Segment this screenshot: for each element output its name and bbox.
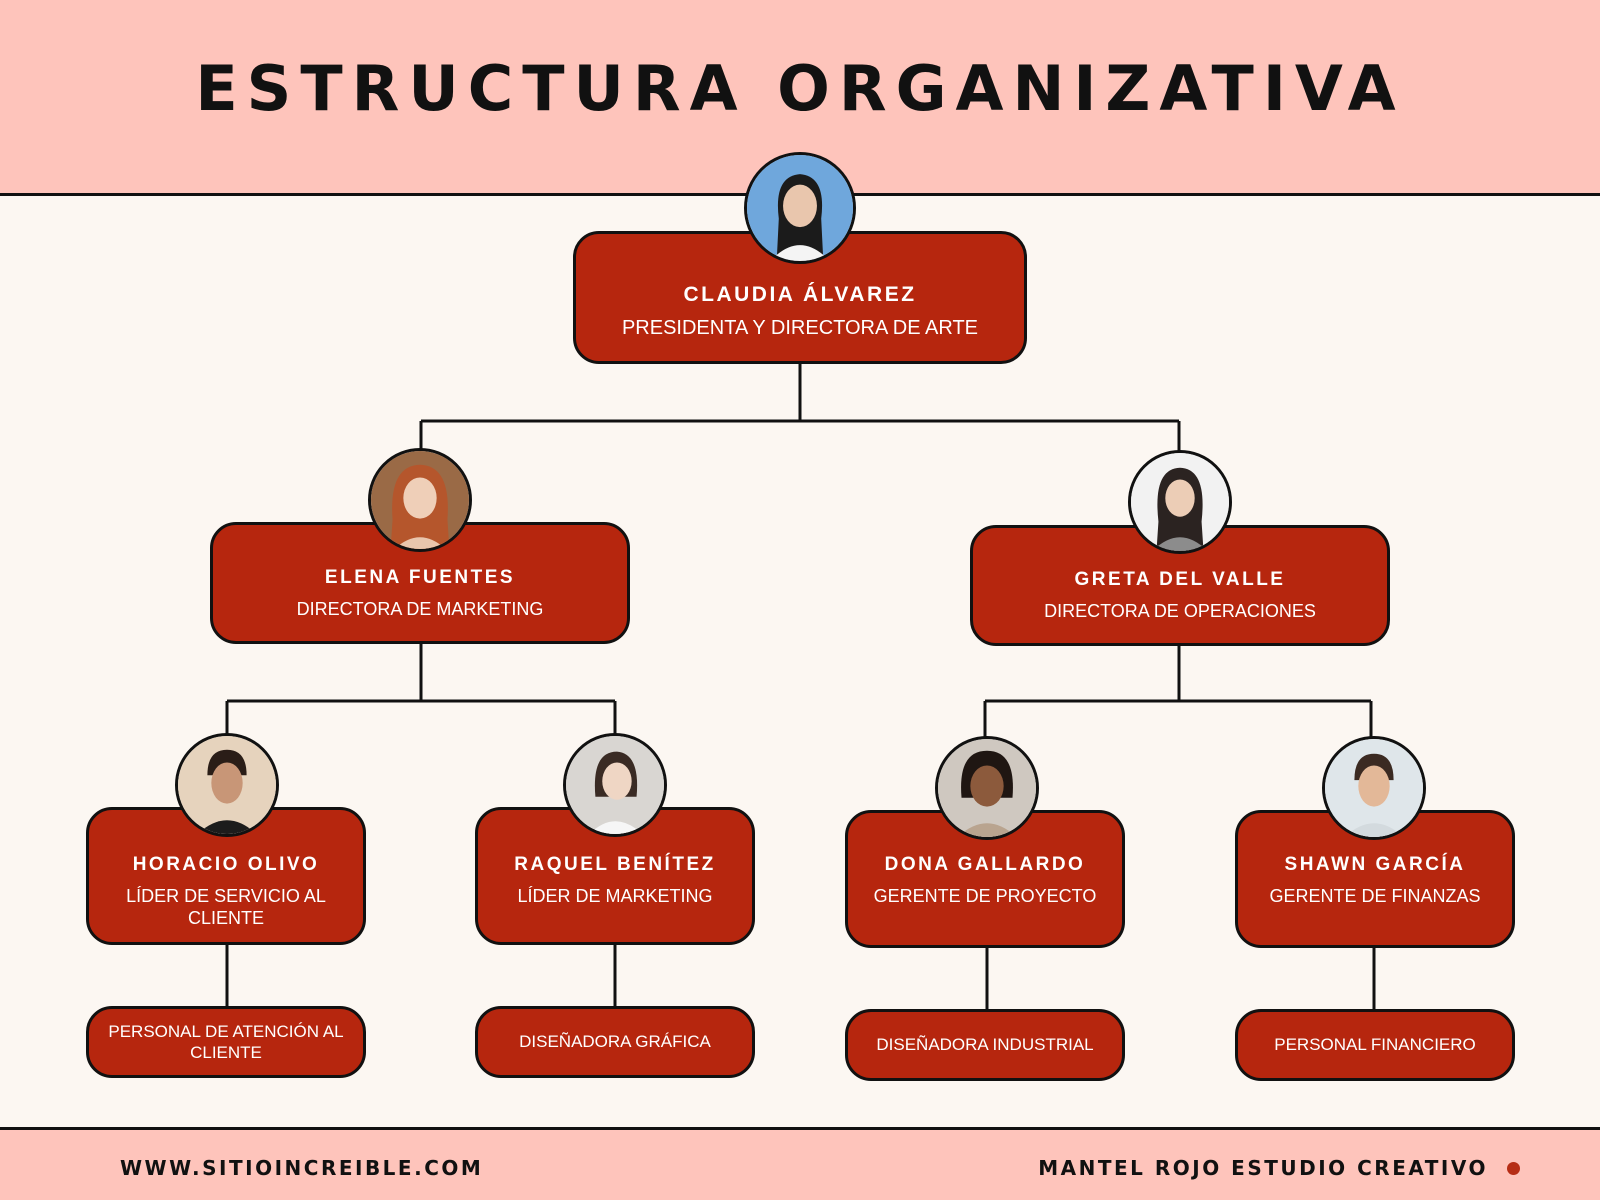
org-node-staff-finance[interactable]: PERSONAL FINANCIERO <box>1235 1009 1515 1081</box>
node-name: ELENA FUENTES <box>324 567 516 589</box>
footer-band: WWW.SITIOINCREIBLE.COM MANTEL ROJO ESTUD… <box>0 1127 1600 1200</box>
node-role: PERSONAL DE ATENCIÓN AL CLIENTE <box>108 1021 344 1062</box>
website-link[interactable]: WWW.SITIOINCREIBLE.COM <box>120 1156 484 1180</box>
node-role: LÍDER DE SERVICIO AL CLIENTE <box>126 885 326 929</box>
page-title: ESTRUCTURA ORGANIZATIVA <box>195 52 1405 125</box>
node-name: CLAUDIA ÁLVAREZ <box>683 283 917 307</box>
person-photo-icon <box>563 733 667 837</box>
brand-name: MANTEL ROJO ESTUDIO CREATIVO <box>1038 1156 1488 1180</box>
node-role: PERSONAL FINANCIERO <box>1274 1035 1476 1055</box>
node-role: DIRECTORA DE MARKETING <box>296 599 544 620</box>
node-role: LÍDER DE MARKETING <box>517 885 713 906</box>
node-name: GRETA DEL VALLE <box>1074 568 1286 590</box>
org-node-staff-customer-care[interactable]: PERSONAL DE ATENCIÓN AL CLIENTE <box>86 1006 366 1078</box>
node-role: PRESIDENTA Y DIRECTORA DE ARTE <box>621 316 979 339</box>
node-name: HORACIO OLIVO <box>132 854 320 875</box>
org-node-staff-graphic-design[interactable]: DISEÑADORA GRÁFICA <box>475 1006 755 1078</box>
node-name: SHAWN GARCÍA <box>1284 854 1466 875</box>
person-photo-icon <box>368 448 472 552</box>
node-name: DONA GALLARDO <box>884 854 1086 875</box>
node-role: DISEÑADORA GRÁFICA <box>519 1032 711 1052</box>
person-photo-icon <box>175 733 279 837</box>
person-photo-icon <box>935 736 1039 840</box>
person-photo-icon <box>1322 736 1426 840</box>
node-role: GERENTE DE PROYECTO <box>873 885 1097 906</box>
person-photo-icon <box>744 152 856 264</box>
node-role: GERENTE DE FINANZAS <box>1269 885 1481 906</box>
node-role: DISEÑADORA INDUSTRIAL <box>876 1035 1094 1055</box>
connector-president-directors <box>419 362 1181 455</box>
org-node-staff-industrial-design[interactable]: DISEÑADORA INDUSTRIAL <box>845 1009 1125 1081</box>
node-name: RAQUEL BENÍTEZ <box>514 854 716 875</box>
person-photo-icon <box>1128 450 1232 554</box>
node-role: DIRECTORA DE OPERACIONES <box>1044 600 1316 621</box>
accent-dot-icon <box>1507 1162 1520 1175</box>
connector-greta-leads <box>983 644 1373 737</box>
connector-elena-leads <box>225 642 617 734</box>
